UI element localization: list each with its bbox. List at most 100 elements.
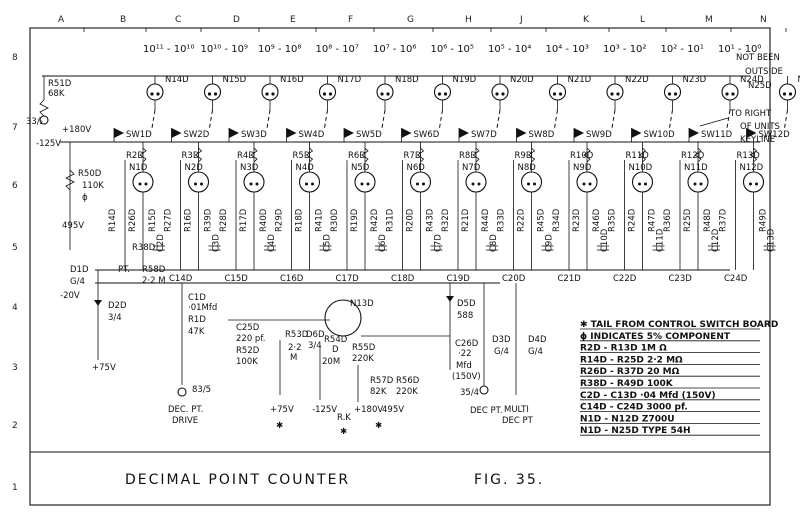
d5d-diode [446, 296, 454, 302]
lamp-electrode-icon [731, 92, 735, 96]
grid-col-label: K [583, 15, 590, 25]
switch-link [151, 109, 156, 129]
tube-label: N1D [129, 163, 148, 173]
tube-resistor-label: R10D [570, 151, 594, 161]
tube-electrode-icon [638, 182, 641, 186]
tube-label: N7D [462, 163, 481, 173]
grid-row-label: 3 [12, 363, 18, 373]
switch-label: SW1D [126, 130, 152, 140]
tube-electrode-icon [194, 182, 197, 186]
vertical-component-label: R42D [370, 208, 380, 232]
legend-entry: ϕ INDICATES 5% COMPONENT [580, 332, 731, 342]
r58d-label: R58D [142, 265, 166, 275]
anode-resistor [250, 147, 258, 163]
vertical-cap-label: C10D [600, 228, 610, 252]
neon-lamp-icon [318, 83, 337, 101]
r52d-label: R52D [236, 346, 260, 356]
vertical-component-label: R28D [219, 208, 229, 232]
bottom-cap-label: C18D [391, 274, 415, 284]
jack-35-label: 35/4 [460, 388, 479, 398]
tube-resistor-label: R5D [293, 151, 311, 161]
r55d-value: 220K [352, 354, 374, 364]
neg20-label: -20V [60, 291, 80, 301]
bottom-cap-label: C23D [669, 274, 693, 284]
dec-pt-drive-label: DEC. PT. [168, 405, 203, 415]
vertical-cap-label: C2D [156, 234, 166, 252]
tube-resistor-label: R4D [237, 151, 255, 161]
grid-col-label: C [175, 15, 181, 25]
lamp-electrode-icon [782, 92, 787, 96]
d2d-value: 3/4 [108, 313, 122, 323]
r50d-resistor [65, 169, 75, 191]
grid-col-label: E [290, 15, 296, 25]
neon-lamp-icon [606, 83, 624, 101]
switch-arrow-icon [114, 128, 124, 138]
star-3: ✱ [375, 421, 382, 431]
star-1: ✱ [276, 421, 283, 431]
r51d-label: R51D [48, 79, 72, 89]
decade-range-label: 10² - 10¹ [661, 44, 704, 55]
tube-resistor-label: R3D [182, 151, 200, 161]
grid-row-label: 4 [12, 303, 18, 313]
vertical-component-label: R32D [441, 208, 451, 232]
vertical-component-label: R39D [204, 208, 214, 232]
d6d-value: 3/4 [308, 341, 322, 351]
d5d-label: D5D [457, 299, 476, 309]
vertical-cap-label: C6D [378, 234, 388, 252]
of-units-label: OF UNITS [740, 122, 780, 132]
tube-label: N2D [185, 163, 204, 173]
lamp-electrode-icon [271, 92, 275, 96]
r57d-label: R57D [370, 376, 394, 386]
r53d-value-1: 2·2 [288, 343, 302, 353]
vertical-component-label: R14D [108, 208, 118, 232]
r56d-value: 220K [396, 387, 418, 397]
tube-label: N9D [573, 163, 592, 173]
anode-resistor [416, 147, 425, 163]
anode-resistor [638, 147, 647, 163]
switch-arrow-icon [401, 128, 412, 138]
grid-row-label: 7 [12, 123, 18, 133]
decade-range-label: 10¹ - 10⁰ [718, 44, 761, 55]
tube-electrode-icon [749, 182, 752, 186]
d2d-label: D2D [108, 301, 127, 311]
grid-col-label: A [58, 15, 65, 25]
switch-label: SW7D [471, 130, 497, 140]
n25d-side-label: N25D [748, 81, 772, 91]
plus180-mid-label: +180V [354, 405, 383, 415]
tube-electrode-icon [477, 182, 481, 186]
lamp-label: N15D [223, 75, 247, 85]
anode-resistor [749, 147, 758, 163]
tube-electrode-icon [471, 182, 475, 186]
anode-resistor [472, 147, 480, 163]
d-label: D [332, 345, 339, 355]
legend-entry: N1D - N12D Z700U [580, 414, 675, 424]
bottom-cap-label: C20D [502, 274, 526, 284]
switch-arrow-icon [229, 128, 239, 138]
tube-electrode-icon [249, 182, 253, 186]
lamp-electrode-icon [322, 92, 327, 96]
bottom-cap-label: C22D [613, 274, 637, 284]
neg125-top-label: -125V [36, 139, 61, 149]
vertical-cap-label: C3D [212, 234, 222, 252]
jack-33-label: 33/₂ [26, 117, 43, 127]
c26d-value: ·22 [458, 349, 472, 359]
vertical-component-label: R40D [259, 208, 269, 232]
grid-col-label: N [760, 15, 767, 25]
decade-range-label: 10¹⁰ - 10⁹ [201, 44, 248, 55]
switch-label: SW12D [759, 130, 791, 140]
tube-electrode-icon [644, 182, 647, 186]
decade-range-label: 10³ - 10² [603, 44, 646, 55]
tube-electrode-icon [200, 182, 203, 186]
lamp-electrode-icon [552, 92, 557, 96]
bottom-cap-label: C19D [447, 274, 471, 284]
vertical-cap-label: C13D [767, 228, 777, 252]
r56d-label: R56D [396, 376, 420, 386]
c25d-label: C25D [236, 323, 260, 333]
tube-electrode-icon [533, 182, 536, 186]
switch-arrow-icon [746, 128, 757, 138]
tube-icon [465, 171, 487, 193]
vertical-component-label: R43D [426, 208, 436, 232]
tube-label: N8D [518, 163, 537, 173]
lamp-label: N14D [165, 75, 189, 85]
